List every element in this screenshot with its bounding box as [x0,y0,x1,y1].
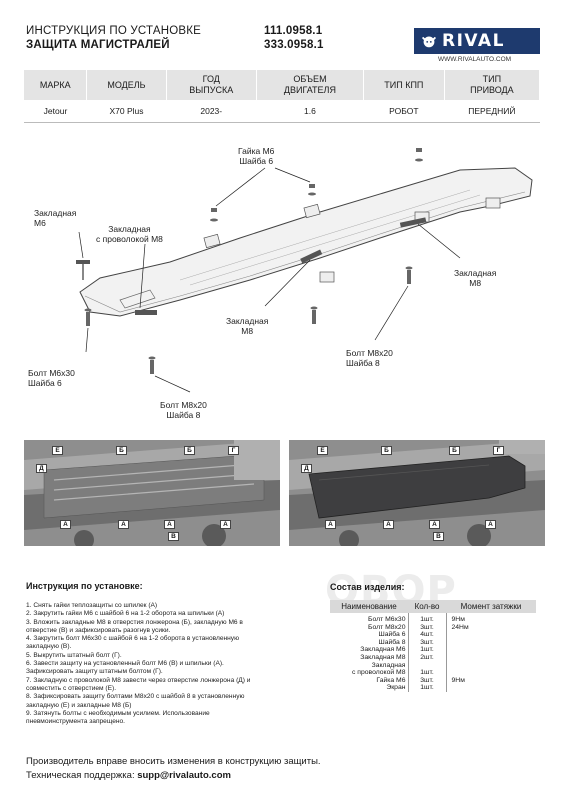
photo-after-install: Е Б Б Г Д А А А В А [289,440,545,546]
header-title-line2: ЗАЩИТА МАГИСТРАЛЕЙ [26,39,170,51]
table-row: Шайба 6 4шт. [330,631,536,639]
parts-header-qty: Кол-во [408,600,446,613]
spec-header-drive: ТИП ПРИВОДА [444,70,541,100]
spec-header-model: МОДЕЛЬ [86,70,167,100]
table-row: Jetour X70 Plus 2023- 1.6 РОБОТ ПЕРЕДНИЙ [24,100,540,123]
header-title-line1: ИНСТРУКЦИЯ ПО УСТАНОВКЕ [26,25,202,37]
table-row: Экран 1шт. [330,684,536,692]
callout-nut-m6: Гайка М6 Шайба 6 [238,146,275,166]
list-item: совместить с отверстием (Е). [26,684,117,692]
spec-header-make: МАРКА [24,70,88,100]
marker-a: А [118,520,129,529]
callout-insert-m8-center: Закладная М8 [226,316,269,336]
marker-b: Б [449,446,460,455]
parts-table: Наименование Кол-во Момент затяжки Болт … [330,600,536,692]
table-row: Болт М6х30 1шт. 9Нм [368,616,465,624]
list-item: 4. Закрутить болт М6х30 с шайбой 6 на 1-… [26,635,240,643]
table-row: Гайка М6 3шт. 9Нм [376,676,465,685]
vehicle-spec-table: МАРКА МОДЕЛЬ ГОД ВЫПУСКА ОБЪЕМ ДВИГАТЕЛЯ… [24,70,541,123]
guard-drawing [76,148,533,393]
callout-insert-wire-m8: Закладная с проволокой М8 [96,224,163,244]
spec-year: 2023- [166,100,257,123]
marker-b: Б [381,446,392,455]
spec-header-engine: ОБЪЕМ ДВИГАТЕЛЯ [256,70,364,100]
list-item: 5. Выкрутить штатный болт (Г). [26,651,122,659]
marker-a: А [164,520,175,529]
marker-a: А [429,520,440,529]
list-item: 9. Затянуть болты с необходимым усилием.… [26,709,210,717]
callout-insert-m8-right: Закладная М8 [454,268,497,288]
article-code-2: 333.0958.1 [264,39,324,51]
list-item: Зафиксировать защиту штатным болтом (Г). [26,668,163,676]
parts-title: Состав изделия: [330,582,405,592]
callout-insert-m6: Закладная М6 [34,208,77,228]
spec-model: X70 Plus [86,100,166,123]
list-item: 1. Снять гайки теплозащиты со шпилек (А) [26,602,158,609]
website-link[interactable]: WWW.RIVALAUTO.COM [438,56,512,63]
marker-v: В [433,532,444,541]
logo-text: RIVAL [442,31,505,51]
table-row: Закладная [330,661,536,670]
change-notice: Производитель вправе вносить изменения в… [26,756,321,767]
marker-g: Г [493,446,504,455]
table-row: Шайба 8 3шт. [330,638,536,647]
marker-a: А [485,520,496,529]
parts-header-name: Наименование [330,600,408,613]
marker-b: Б [116,446,127,455]
list-item: отверстие (В) и зафиксировать разогнув у… [26,626,171,634]
marker-d: Д [301,464,312,473]
assembly-diagram: Гайка М6 Шайба 6 Закладная М6 Закладная … [20,140,545,430]
callout-bolt-m8x20-bottom: Болт М8х20 Шайба 8 [160,400,207,420]
table-row: Закладная М8 2шт. [330,653,536,662]
list-item: 3. Вложить закладные М8 в отверстия лонж… [26,618,243,626]
support-email-link[interactable]: supp@rivalauto.com [137,770,231,781]
marker-a: А [220,520,231,529]
list-item: закладную (Е) и закладные М8 (Б) [26,701,132,709]
list-item: 6. Завести защиту на установленный болт … [26,660,224,668]
table-row: Закладная М6 1шт. [330,646,536,654]
callout-bolt-m8x20-right: Болт М8х20 Шайба 8 [346,348,393,368]
marker-a: А [60,520,71,529]
marker-e: Е [52,446,63,455]
underbody-photo-right [289,440,545,546]
spec-make: Jetour [24,100,87,123]
table-row: с проволокой М8 1шт. [330,669,536,677]
table-row: Болт М8х20 3шт. 24Нм [368,623,469,632]
marker-e: Е [317,446,328,455]
marker-g: Г [228,446,239,455]
document-header: ИНСТРУКЦИЯ ПО УСТАНОВКЕ ЗАЩИТА МАГИСТРАЛ… [26,24,546,66]
spec-header-transmission: ТИП КПП [363,70,445,100]
spec-header-year: ГОД ВЫПУСКА [166,70,257,100]
marker-b: Б [184,446,195,455]
support-label: Техническая поддержка: [26,770,138,781]
support-line: Техническая поддержка: supp@rivalauto.co… [26,770,231,781]
marker-d: Д [36,464,47,473]
spec-drive: ПЕРЕДНИЙ [444,100,540,123]
list-item: 8. Зафиксировать защиту болтами М8х20 с … [26,693,245,701]
list-item: пневмоинструмента запрещено. [26,718,126,726]
bull-logo-icon [421,36,437,48]
instructions-list: 1. Снять гайки теплозащиты со шпилек (А)… [26,602,288,726]
callout-bolt-m6x30: Болт М6х30 Шайба 6 [28,368,75,388]
list-item: 2. Закрутить гайки М6 с шайбой 6 на 1-2 … [26,610,225,618]
instructions-title: Инструкция по установке: [26,581,143,591]
marker-a: А [383,520,394,529]
spec-engine: 1.6 [256,100,364,123]
list-item: 7. Закладную с проволокой М8 завести чер… [26,676,251,684]
rival-logo: RIVAL [414,28,540,54]
parts-header-torque: Момент затяжки [446,600,536,613]
list-item: закладную (В). [26,643,72,651]
underbody-photo-left [24,440,280,546]
marker-a: А [325,520,336,529]
photo-before-install: Е Б Б Г Д А А А В А [24,440,280,546]
marker-v: В [168,532,179,541]
spec-transmission: РОБОТ [363,100,445,123]
article-code-1: 111.0958.1 [264,25,323,37]
